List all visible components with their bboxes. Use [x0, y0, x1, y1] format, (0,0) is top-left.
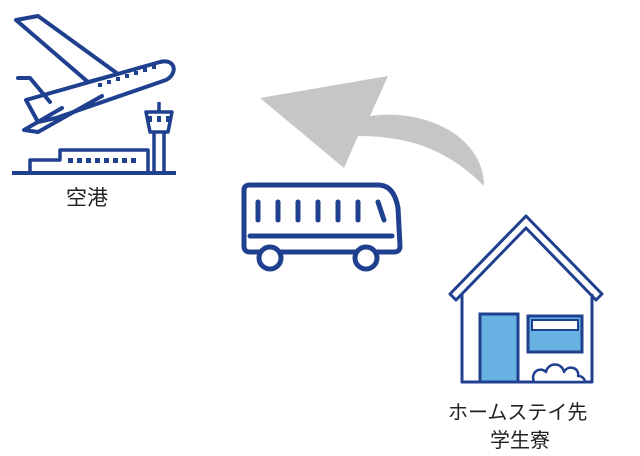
dormitory-label: 学生寮 — [490, 428, 550, 452]
airport-label: 空港 — [66, 186, 108, 210]
homestay-label: ホームステイ先 — [448, 400, 588, 424]
house-icon — [448, 214, 604, 384]
airport-icon — [12, 14, 176, 175]
curved-arrow-icon — [260, 76, 484, 186]
bus-icon — [241, 182, 403, 272]
